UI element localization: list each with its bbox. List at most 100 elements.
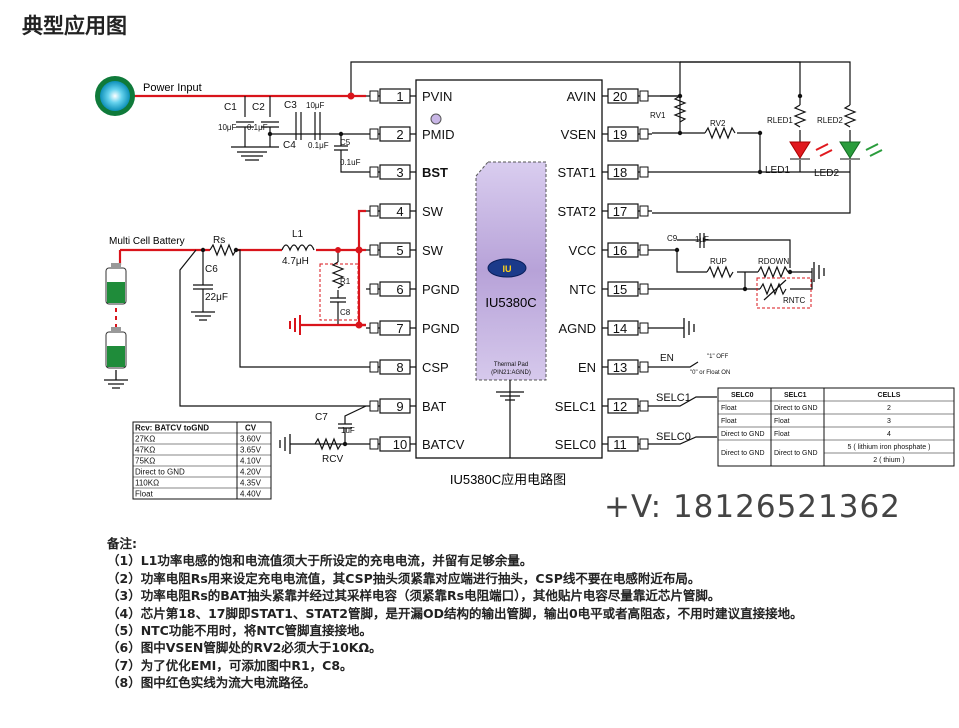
rntc-resistor [759,282,787,296]
pin-right-box [607,398,639,414]
pin-left-tab [369,128,379,140]
notes-section: 备注: （1）L1功率电感的饱和电流值须大于所设定的充电电流，并留有足够余量。 … [107,535,803,692]
pin-number: 2 [396,127,403,142]
pin-left-box [379,242,411,258]
cv-table-cell: 110KΩ [135,479,159,488]
pin-right-tab [639,283,649,295]
power-input-label: Power Input [143,82,202,94]
pin-number: 8 [396,360,403,375]
pin-right-box [607,88,639,104]
pin-right-tab [639,90,649,102]
pin-name: PGND [422,282,460,297]
rv2-resistor [704,126,736,140]
rled2-resistor [843,104,857,128]
pin-number: 3 [396,165,403,180]
pin-name: SELC1 [555,399,596,414]
en-option-off: "1" OFF [707,354,729,360]
cv-table-cell: 27KΩ [135,435,155,444]
cells-table-header: SELC0 [731,392,754,399]
pin-number: 19 [613,127,627,142]
r1-label: R1 [340,277,351,286]
pin-left-tab [369,283,379,295]
c2-label: C2 [252,102,265,113]
pin-left-tab [369,205,379,217]
pin-right-tab [639,361,649,373]
gnd-agnd [683,318,695,338]
c5-value: 0.1uF [340,158,361,167]
cv-table-cell: 3.65V [240,446,262,455]
pin1-marker [430,113,442,125]
cv-table-cell: 47KΩ [135,446,155,455]
power-connector [100,81,130,111]
pin-right-tab [639,400,649,412]
rdown-label: RDOWN [758,257,789,266]
cells-table-cell: Float [721,405,737,412]
pin-number: 6 [396,282,403,297]
pin-number: 14 [613,321,627,336]
rv1-resistor [673,95,687,123]
pin-left-box [379,436,411,452]
rs-resistor [209,243,237,257]
c1-label: C1 [224,102,237,113]
cv-table-cell: 4.35V [240,479,262,488]
pin-name: SELC0 [555,437,596,452]
cv-table-cell: Direct to GND [135,468,185,477]
c6-label: C6 [205,264,218,275]
thermal-pad-label: Thermal Pad [494,362,528,368]
pin-name: SW [422,204,444,219]
c4-label: C4 [283,140,296,151]
cv-table-cell: 4.10V [240,457,262,466]
note-item: （4）芯片第18、17脚即STAT1、STAT2管脚，是开漏OD结构的输出管脚，… [107,605,803,621]
pin-number: 20 [613,89,627,104]
pin-number: 17 [613,204,627,219]
l1-label: L1 [292,229,304,240]
pin-name: EN [578,360,596,375]
pin-left-box [379,164,411,180]
cv-table-cell: 75KΩ [135,457,155,466]
pin-left-tab [369,244,379,256]
pin-left-box [379,398,411,414]
rup-resistor [706,265,734,279]
ntc-box [756,277,812,309]
rs-label: Rs [213,235,225,246]
note-item: （1）L1功率电感的饱和电流值须大于所设定的充电电流，并留有足够余量。 [107,553,533,569]
chip-logo-text: IU [503,264,512,274]
led2-diode [839,141,861,159]
pin-left-tab [369,438,379,450]
pin-number: 13 [613,360,627,375]
led1-diode [789,141,811,159]
note-item: （5）NTC功能不用时，将NTC管脚直接接地。 [107,623,373,639]
pin-left-tab [369,361,379,373]
note-item: （7）为了优化EMI，可添加图中R1，C8。 [107,657,353,673]
c2-value: 0.1μF [247,123,268,132]
pin-left-tab [369,90,379,102]
cells-table-cell: Direct to GND [774,450,818,457]
cv-table-cell: 3.60V [240,435,262,444]
pin-right-box [607,164,639,180]
pin-right-tab [639,128,649,140]
cells-table-cell: 4 [887,431,891,438]
c6-value: 22μF [205,292,228,303]
pin-left-tab [369,166,379,178]
cv-table-cell: 4.20V [240,468,262,477]
pin-number: 12 [613,399,627,414]
pin-number: 4 [396,204,403,219]
l1-inductor [281,244,315,252]
pin-left-box [379,320,411,336]
c9-value: 1μF [695,235,709,244]
cells-table-cell: 5 ( lithium iron phosphate ) [848,444,931,451]
selc1-net-label: SELC1 [656,392,691,404]
cv-table-cell: Float [135,490,154,499]
c3-value: 10μF [306,101,325,110]
cells-table-cell: Float [721,418,737,425]
rup-label: RUP [710,257,727,266]
cells-table-cell: Direct to GND [721,450,765,457]
pin-right-box [607,436,639,452]
pin-name: NTC [569,282,596,297]
pin-left-box [379,281,411,297]
c7-value: 1uF [341,426,355,435]
gnd-thermal [496,391,524,401]
pin-name: VSEN [561,127,596,142]
c3-label: C3 [284,100,297,111]
pin-right-box [607,203,639,219]
